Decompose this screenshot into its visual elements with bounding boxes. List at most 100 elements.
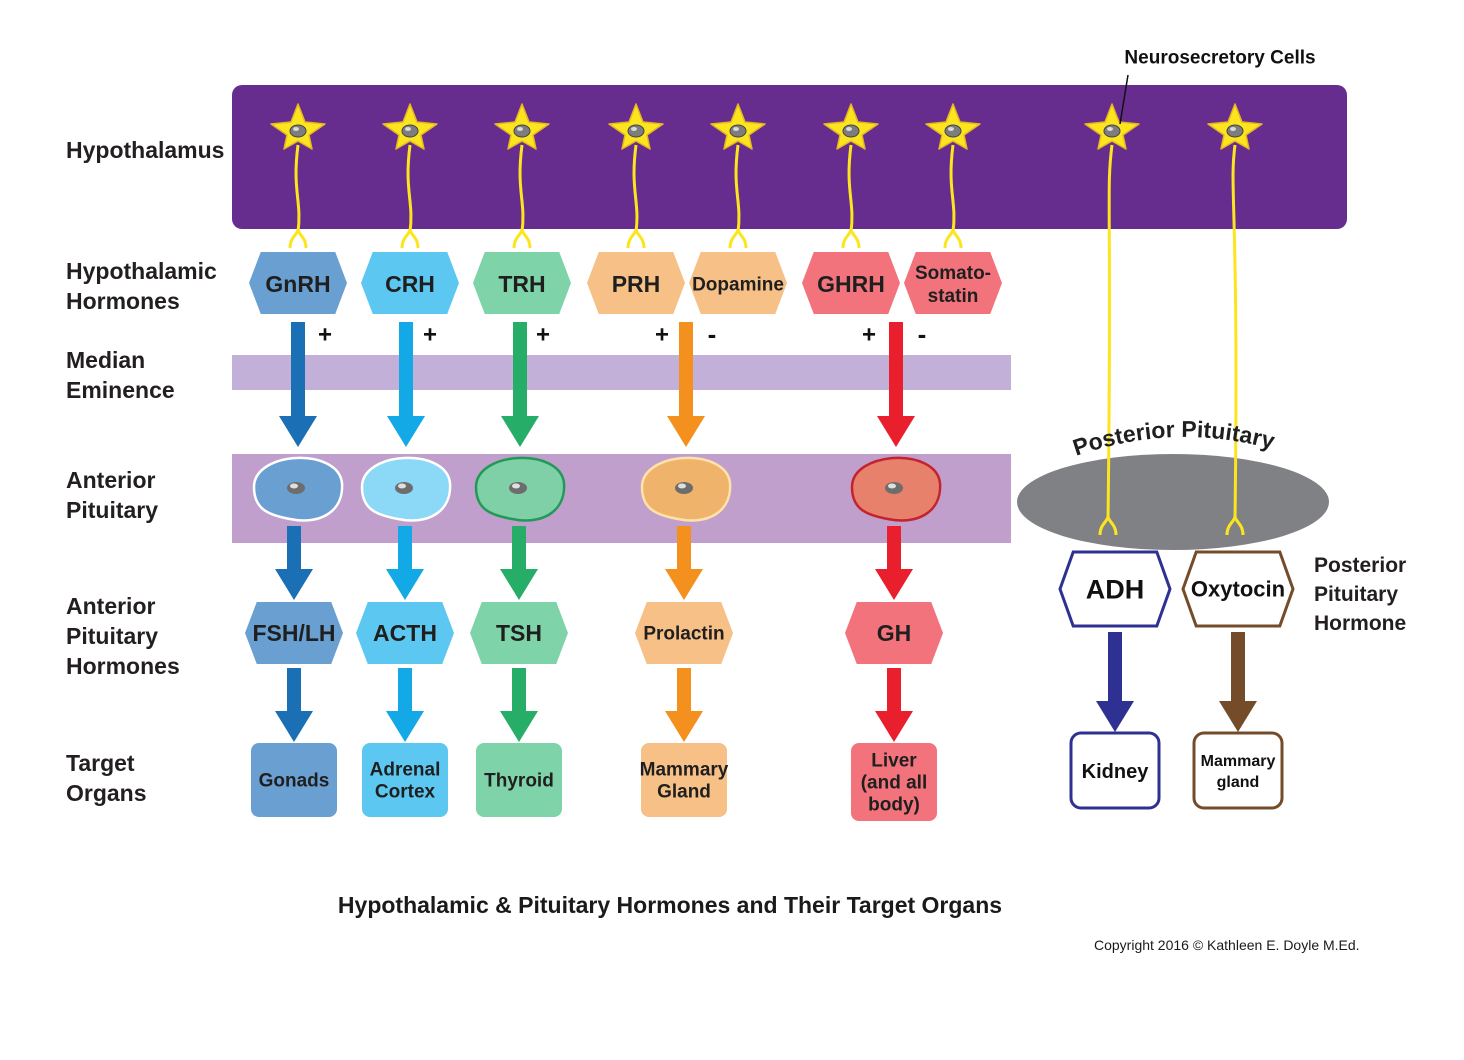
hypothalamic-hormone-label: PRH	[612, 271, 661, 297]
posterior-hormone-hex	[1058, 550, 1172, 628]
hypothalamic-hormone-hex	[904, 252, 1002, 314]
target-organ-arrow	[386, 668, 424, 742]
neurosecretory-cell-icon	[382, 103, 438, 233]
pituitary-hormone-label: TSH	[496, 620, 542, 646]
hypothalamic-hormone-label: Dopamine	[692, 275, 784, 296]
hypothalamic-hormone-hex	[802, 252, 900, 314]
median-eminence-band	[232, 355, 1011, 390]
target-organ-box	[851, 743, 937, 821]
axon-terminal-icon	[400, 225, 420, 249]
regulation-sign: +	[862, 321, 876, 348]
regulation-sign: +	[536, 321, 550, 348]
releasing-hormone-arrow	[501, 322, 539, 447]
regulation-sign: +	[655, 321, 669, 348]
label-anterior-pituitary-hormones: Anterior Pituitary Hormones	[66, 593, 180, 679]
posterior-target-label: Kidney	[1082, 761, 1150, 783]
hypothalamic-hormone-label: Somato-statin	[915, 263, 991, 307]
nucleus-icon	[1226, 124, 1244, 138]
pituitary-output-arrow	[665, 526, 703, 600]
hypothalamic-hormone-label: GnRH	[265, 271, 330, 297]
neurosecretory-cell-icon	[925, 103, 981, 233]
label-median-eminence: Median Eminence	[66, 347, 175, 403]
hypothalamic-hormone-hex	[587, 252, 685, 314]
axon-terminal-icon	[841, 225, 861, 249]
axon-terminal-icon	[1098, 512, 1118, 536]
pituitary-hormone-label: ACTH	[373, 620, 437, 646]
releasing-hormone-arrow	[279, 322, 317, 447]
pituitary-output-arrow	[275, 526, 313, 600]
target-organ-label: Gonads	[259, 771, 330, 792]
posterior-hormone-arrow	[1096, 632, 1134, 732]
hypothalamic-hormone-hex	[361, 252, 459, 314]
nucleus-icon	[842, 124, 860, 138]
nucleus-icon	[729, 124, 747, 138]
label-target-organs: Target Organs	[66, 750, 147, 806]
hypothalamic-hormone-hex	[249, 252, 347, 314]
axon-terminal-icon	[512, 225, 532, 249]
pituitary-output-arrow	[386, 526, 424, 600]
axon-terminal-icon	[1225, 512, 1245, 536]
axon-terminal-icon	[626, 225, 646, 249]
regulation-sign: +	[423, 321, 437, 348]
nucleus-icon	[401, 124, 419, 138]
pituitary-hormone-label: GH	[877, 620, 912, 646]
target-organ-box	[251, 743, 337, 817]
nucleus-icon	[289, 124, 307, 138]
label-posterior-pituitary-hormone: Posterior Pituitary Hormone	[1314, 554, 1407, 635]
label-anterior-pituitary: Anterior Pituitary	[66, 467, 159, 523]
pituitary-hormone-hex	[845, 602, 943, 664]
pituitary-hormone-hex	[635, 602, 733, 664]
posterior-target-box	[1069, 731, 1161, 810]
hypothalamus-band	[232, 85, 1347, 229]
regulation-sign: -	[708, 319, 717, 349]
nucleus-icon	[627, 124, 645, 138]
nucleus-icon	[944, 124, 962, 138]
neurosecretory-cell-icon	[710, 103, 766, 233]
axon-terminal-icon	[728, 225, 748, 249]
nucleus-icon	[1103, 124, 1121, 138]
target-organ-arrow	[665, 668, 703, 742]
posterior-target-box	[1192, 731, 1284, 810]
releasing-hormone-arrow	[667, 322, 705, 447]
axon-terminal-icon	[288, 225, 308, 249]
pituitary-hormone-label: Prolactin	[643, 624, 724, 645]
label-hypothalamus: Hypothalamus	[66, 137, 225, 163]
posterior-hormone-label: Oxytocin	[1191, 577, 1285, 602]
neurosecretory-cell-icon	[823, 103, 879, 233]
target-organ-box	[362, 743, 448, 817]
pituitary-hormone-hex	[470, 602, 568, 664]
axon-terminal-icon	[943, 225, 963, 249]
releasing-hormone-arrow	[877, 322, 915, 447]
posterior-hormone-hex	[1181, 550, 1295, 628]
posterior-hormone-label: ADH	[1086, 574, 1145, 604]
figure-caption: Hypothalamic & Pituitary Hormones and Th…	[337, 892, 1003, 918]
pituitary-hormone-hex	[356, 602, 454, 664]
target-organ-arrow	[275, 668, 313, 742]
neurosecretory-cells-label: Neurosecretory Cells	[1124, 48, 1315, 69]
posterior-pituitary-gland	[1017, 454, 1329, 550]
pituitary-output-arrow	[500, 526, 538, 600]
hypothalamic-hormone-label: CRH	[385, 271, 435, 297]
neurosecretory-cell-icon	[1207, 103, 1263, 521]
neurosecretory-cell-icon	[608, 103, 664, 233]
hypothalamic-hormone-hex	[473, 252, 571, 314]
releasing-hormone-arrow	[387, 322, 425, 447]
regulation-sign: -	[918, 319, 927, 349]
regulation-sign: +	[318, 321, 332, 348]
nucleus-icon	[513, 124, 531, 138]
posterior-hormone-arrow	[1219, 632, 1257, 732]
label-hypothalamic-hormones: Hypothalamic Hormones	[66, 258, 217, 314]
target-organ-arrow	[875, 668, 913, 742]
hypothalamic-hormone-label: GHRH	[817, 271, 885, 297]
callout-line	[1119, 74, 1129, 125]
pituitary-output-arrow	[875, 526, 913, 600]
hypothalamic-hormone-hex	[689, 252, 787, 314]
target-organ-arrow	[500, 668, 538, 742]
neurosecretory-cell-icon	[494, 103, 550, 233]
hypothalamic-hormone-label: TRH	[498, 271, 545, 297]
